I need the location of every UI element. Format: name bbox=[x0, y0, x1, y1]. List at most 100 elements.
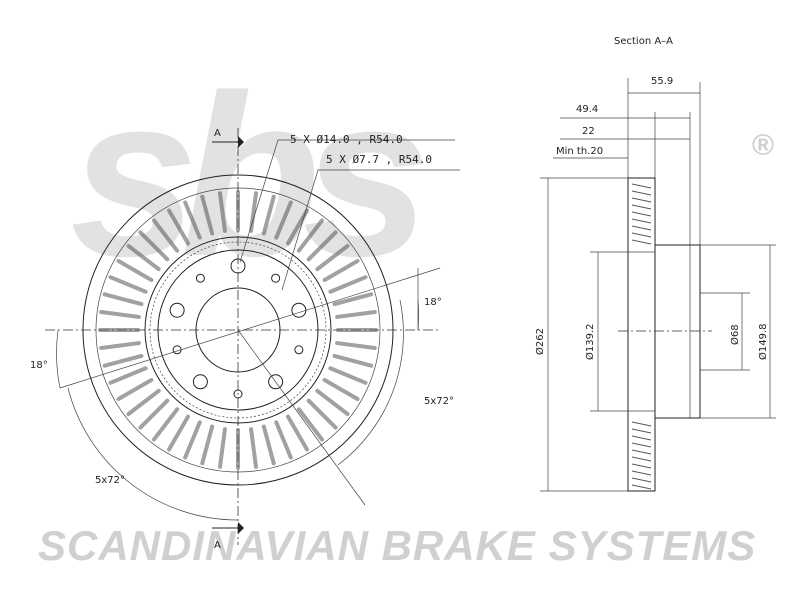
angle-line-18deg bbox=[59, 267, 441, 389]
vent-slot bbox=[286, 208, 309, 246]
ring-vent-hatch bbox=[631, 470, 652, 476]
dim-hat-depth: 49.4 bbox=[576, 104, 598, 115]
ring-vent-hatch bbox=[631, 421, 652, 427]
vent-slot bbox=[322, 378, 360, 401]
vent-slot bbox=[167, 208, 190, 246]
vent-slot bbox=[200, 194, 215, 236]
vent-slot bbox=[332, 292, 374, 307]
vent-slot bbox=[328, 275, 368, 294]
vent-slot bbox=[261, 424, 276, 466]
dim-overall-depth: 55.9 bbox=[651, 76, 673, 87]
vent-slot bbox=[108, 275, 148, 294]
vent-slot bbox=[261, 194, 276, 236]
vent-slot bbox=[116, 259, 154, 282]
vent-slot bbox=[249, 427, 259, 469]
hat-outer-ring bbox=[144, 236, 332, 424]
friction-ring-vents bbox=[631, 183, 652, 490]
vent-slot bbox=[217, 191, 227, 233]
bolt-hole-large bbox=[169, 302, 185, 318]
ring-vent-hatch bbox=[631, 232, 652, 238]
angle-label-left: 18° bbox=[30, 360, 48, 371]
bolt-holes bbox=[169, 258, 307, 399]
bolt-hole-small bbox=[271, 273, 281, 283]
vent-slot bbox=[151, 407, 180, 442]
vent-slot bbox=[335, 309, 377, 319]
vent-slot bbox=[151, 218, 180, 253]
bolt-hole-large bbox=[192, 374, 208, 390]
logo-text: sbs bbox=[70, 47, 423, 304]
vent-slot bbox=[296, 407, 325, 442]
callout-leader-1 bbox=[239, 139, 455, 263]
vent-slot bbox=[126, 388, 161, 417]
vent-slot bbox=[167, 414, 190, 452]
hat-serrated-ring bbox=[149, 241, 327, 419]
hat-section bbox=[655, 244, 701, 419]
ring-vent-hatch bbox=[631, 449, 652, 455]
ring-vent-hatch bbox=[631, 197, 652, 203]
bolt-hole-small bbox=[233, 389, 243, 399]
section-view: Section A–A 55.9 49.4 22 Min th.20 Ø262 … bbox=[534, 36, 776, 492]
vent-slot bbox=[322, 259, 360, 282]
spacing-label-right: 5x72° bbox=[424, 396, 454, 407]
ring-vent-hatch bbox=[631, 239, 652, 245]
spacing-arc-right bbox=[337, 299, 404, 466]
friction-ring-section bbox=[627, 177, 656, 492]
bolt-hole-large bbox=[291, 302, 307, 318]
angle-arc-left bbox=[56, 329, 61, 389]
ring-vent-hatch bbox=[631, 428, 652, 434]
section-marker-top: A bbox=[214, 128, 221, 139]
vent-slot bbox=[274, 200, 293, 240]
front-view: 5 X Ø14.0 , R54.0 5 X Ø7.7 , R54.0 18° 1… bbox=[30, 128, 460, 551]
vent-slot bbox=[217, 427, 227, 469]
section-title: Section A–A bbox=[614, 36, 673, 47]
vent-slot bbox=[183, 420, 202, 460]
dim-hat-diameter: Ø139.2 bbox=[584, 324, 596, 361]
dim-hat-outer: Ø149.8 bbox=[757, 324, 769, 361]
bolt-hole-large bbox=[230, 258, 246, 274]
spacing-label-bottom: 5x72° bbox=[95, 475, 125, 486]
vent-slot bbox=[274, 420, 293, 460]
vent-slot bbox=[116, 378, 154, 401]
dim-thickness: 22 bbox=[582, 126, 595, 137]
vent-slot bbox=[183, 200, 202, 240]
ring-vent-hatch bbox=[631, 484, 652, 490]
vent-slot bbox=[138, 230, 170, 262]
bolt-hole-small bbox=[294, 345, 304, 355]
ring-vent-hatch bbox=[631, 463, 652, 469]
vent-slot bbox=[306, 398, 338, 430]
hat-inner-ring bbox=[157, 249, 319, 411]
dim-outer-diameter: Ø262 bbox=[534, 328, 546, 355]
ring-vent-hatch bbox=[631, 211, 652, 217]
ring-vent-hatch bbox=[631, 477, 652, 483]
angle-label-right: 18° bbox=[424, 297, 442, 308]
vent-slot bbox=[200, 424, 215, 466]
vent-slot bbox=[102, 292, 144, 307]
ring-vent-hatch bbox=[631, 190, 652, 196]
registered-mark: ® bbox=[752, 129, 775, 162]
section-arrowhead-top bbox=[238, 136, 244, 148]
angle-line-72deg bbox=[237, 329, 366, 506]
disc-vent-ring bbox=[95, 187, 381, 473]
spacing-arc-bottom bbox=[67, 387, 239, 521]
vent-slot bbox=[332, 353, 374, 368]
ventilation-slots bbox=[98, 190, 378, 470]
ring-vent-hatch bbox=[631, 435, 652, 441]
vent-slot bbox=[306, 230, 338, 262]
center-bore bbox=[195, 287, 281, 373]
ring-vent-hatch bbox=[631, 225, 652, 231]
bolt-hole-small bbox=[195, 273, 205, 283]
vent-slot bbox=[99, 309, 141, 319]
section-marker-bottom: A bbox=[214, 540, 221, 551]
vent-slot bbox=[126, 243, 161, 272]
bolt-hole-large bbox=[268, 374, 284, 390]
callout-leader-2 bbox=[281, 169, 460, 291]
ring-vent-hatch bbox=[631, 218, 652, 224]
watermark-logo: sbs ® SCANDINAVIAN BRAKE SYSTEMS bbox=[38, 47, 775, 569]
dim-center-bore: Ø68 bbox=[729, 324, 741, 345]
vent-slot bbox=[315, 243, 350, 272]
ring-vent-hatch bbox=[631, 183, 652, 189]
vent-slot bbox=[102, 353, 144, 368]
ring-vent-hatch bbox=[631, 442, 652, 448]
